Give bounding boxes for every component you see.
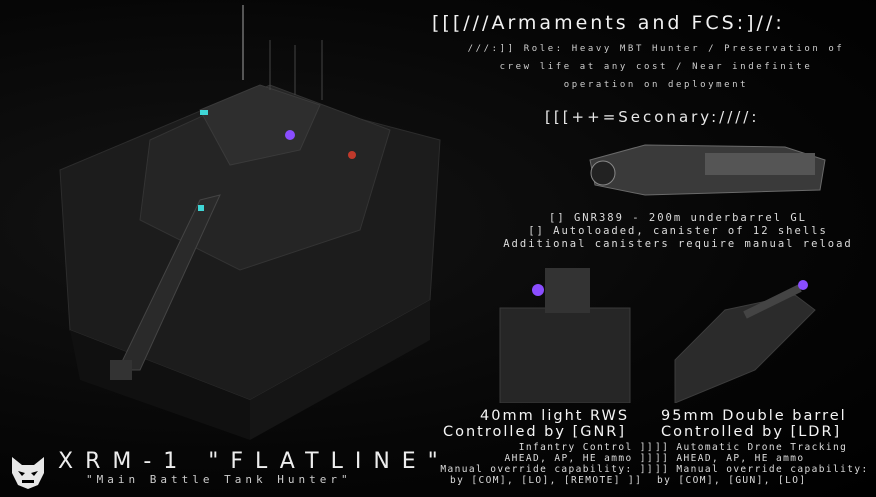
role-line: crew life at any cost / Near indefinite [499,62,813,72]
double-barrel-render [674,280,816,403]
double-barrel-title: 95mm Double barrel [661,408,847,424]
armaments-title: [[[///Armaments and FCS:]//: [432,12,785,34]
grenade-launcher-render [589,144,826,196]
red-sensor [348,151,356,159]
rws-detail: by [COM], [LO], [REMOTE] ]] [450,475,643,486]
tank-hull [59,84,441,440]
double-barrel-detail: ]] Manual override capability: [655,464,869,475]
sensor-light [200,110,208,115]
double-barrel-detail: ]] AHEAD, AP, HE ammo [655,453,805,464]
rws-controller: Controlled by [GNR] [443,424,627,440]
role-line: ///:]] Role: Heavy MBT Hunter / Preserva… [467,44,845,54]
secondary-line: [] Autoloaded, canister of 12 shells [528,225,828,237]
sensor-light [198,205,204,211]
vehicle-name: XRM-1 "FLATLINE" [58,449,450,474]
purple-sensor [285,130,295,140]
rws-detail: Manual override capability: ]] [440,464,654,475]
wolf-logo-icon [12,457,44,489]
tank-render [59,5,441,440]
secondary-line: Additional canisters require manual relo… [503,238,853,250]
double-barrel-controller: Controlled by [LDR] [661,424,842,440]
rws-render [499,268,631,403]
antennas [242,5,323,100]
tank-gun [110,194,221,380]
double-barrel-detail: ]] Automatic Drone Tracking [655,442,848,453]
role-line: operation on deployment [563,80,749,90]
secondary-line: [] GNR389 - 200m underbarrel GL [549,212,807,224]
rws-detail: Infantry Control ]] [518,442,654,453]
double-barrel-detail: by [COM], [GUN], [LO] [657,475,807,486]
secondary-title: [[[++=Seconary:////: [545,108,760,126]
rws-detail: AHEAD, AP, HE ammo ]] [504,453,654,464]
rws-title: 40mm light RWS [480,408,630,424]
vehicle-subtitle: "Main Battle Tank Hunter" [86,473,352,486]
